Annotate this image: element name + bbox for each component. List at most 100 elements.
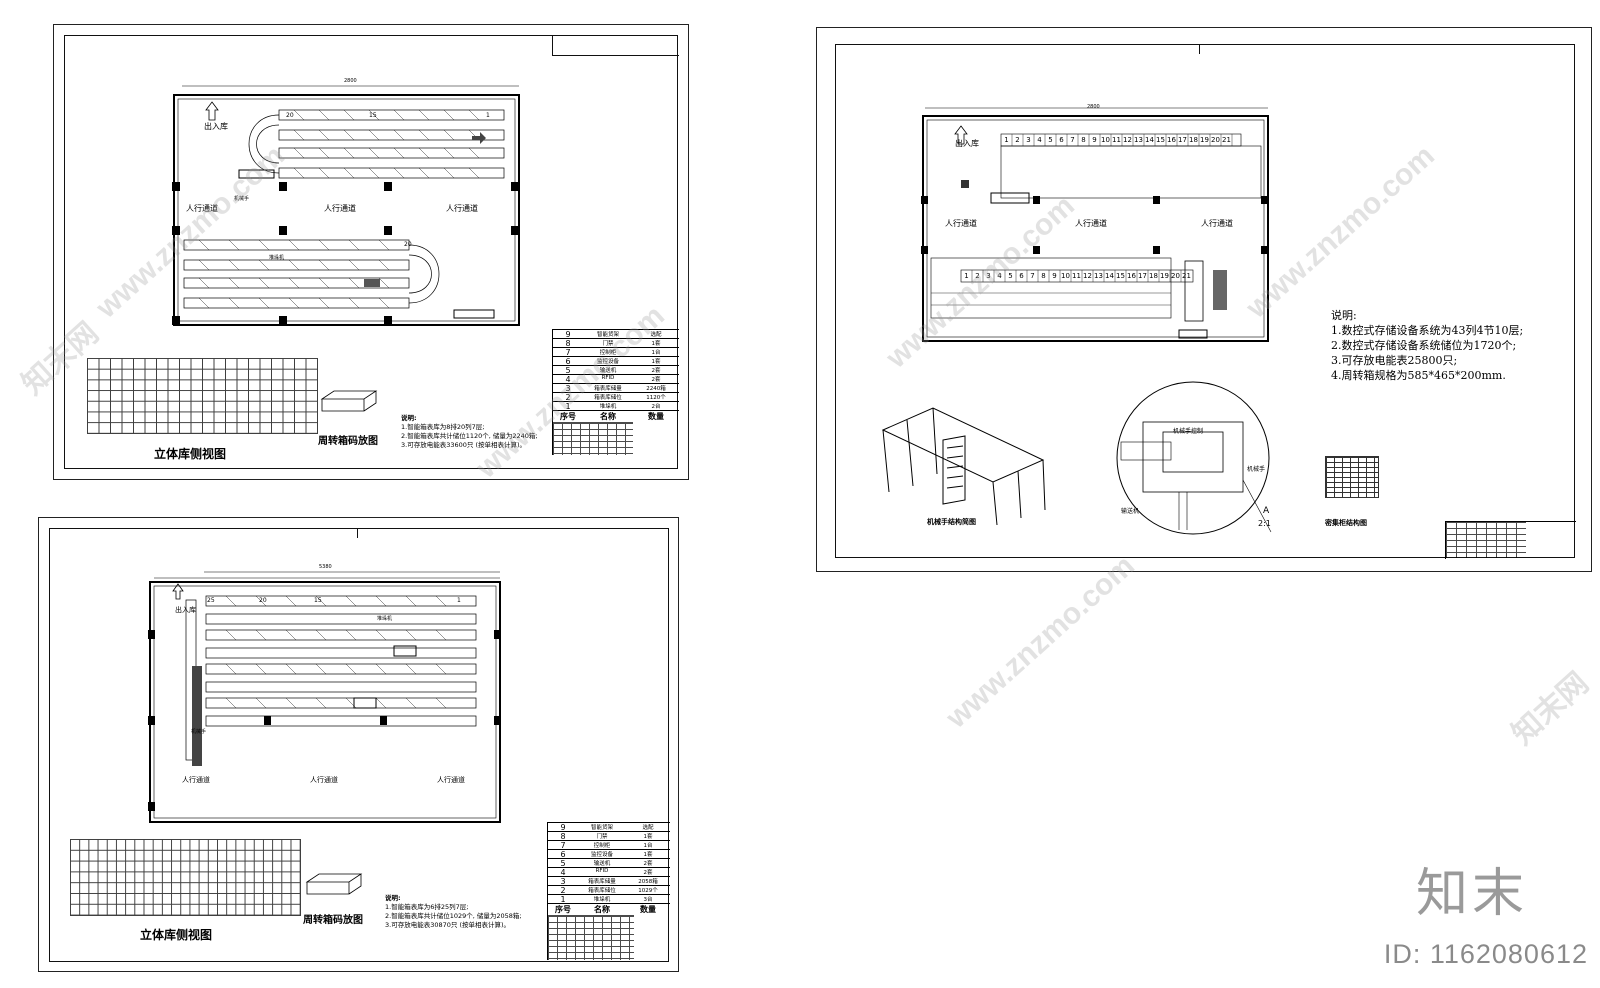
sheet-3-box-title: 周转箱码放图 (303, 915, 363, 926)
sheet-1-bottom-racks (183, 239, 440, 309)
sheet-3-rack-number: 25 (207, 597, 215, 604)
sheet-3-top-dimension: 5380 (319, 564, 332, 570)
column-number: 3 (986, 272, 991, 280)
column-number: 10 (1061, 272, 1070, 280)
sheet-1-rack-number: 1 (486, 112, 490, 119)
column-number: 15 (1156, 136, 1165, 144)
sheet-3-rack-rows (205, 595, 477, 727)
column-number: 19 (1160, 272, 1169, 280)
table-header: 序号名称数量 (553, 410, 679, 422)
sheet-2-entrance-label: 出入库 (955, 139, 979, 148)
sheet-2-note-line: 3.可存放电能表25800只; (1331, 354, 1458, 367)
sheet-1-robot-label: 机械手 (234, 196, 250, 202)
column-number: 14 (1105, 272, 1114, 280)
column-number: 13 (1094, 272, 1103, 280)
column-number: 4 (1037, 136, 1042, 144)
watermark-brand: 知末网 (1506, 666, 1595, 752)
sheet-2-floor-plan (921, 107, 1269, 342)
sheet-1-walkway-label: 人行通道 (324, 204, 356, 213)
sheet-3-frame (49, 528, 669, 962)
column-number: 6 (1059, 136, 1064, 144)
sheet-2-walkway-label: 人行通道 (1075, 219, 1107, 228)
sheet-2-title-tab (1199, 44, 1200, 54)
column-number: 11 (1112, 136, 1121, 144)
table-header: 序号名称数量 (548, 903, 670, 915)
sheet-3-stacker-label: 堆垛机 (377, 616, 393, 622)
sheet-3-entrance-label: 出入库 (175, 606, 196, 614)
title-block (553, 422, 633, 455)
column-number: 15 (1116, 272, 1125, 280)
column-number: 18 (1149, 272, 1158, 280)
sheet-2-walkway-label: 人行通道 (945, 219, 977, 228)
column-number: 21 (1182, 272, 1191, 280)
sheet-2-dense-rack-caption: 密集柜结构图 (1325, 519, 1367, 527)
column-number: 20 (1171, 272, 1180, 280)
watermark-id: ID: 1162080612 (1383, 939, 1588, 969)
sheet-3-columns (148, 630, 501, 811)
sheet-3-note-line: 1.智能箱表库为6排25列7层; (385, 903, 469, 911)
sheet-3-side-view-title: 立体库侧视图 (140, 928, 213, 942)
column-number: 8 (1041, 272, 1046, 280)
column-number: 6 (1019, 272, 1024, 280)
sheet-3-box-drawing (305, 873, 363, 895)
column-number: 20 (1211, 136, 1220, 144)
sheet-1-rack-number: 15 (369, 112, 377, 119)
sheet-1-walkway-label: 人行通道 (446, 204, 478, 213)
sheet-3-walkway-label: 人行通道 (182, 776, 210, 784)
sheet-2-frame (835, 44, 1575, 558)
column-number: 18 (1189, 136, 1198, 144)
sheet-2-robot-structure-caption: 机械手结构简图 (927, 518, 976, 526)
sheet-2-notes: 说明: 1.数控式存储设备系统为43列4节10层; 2.数控式存储设备系统储位为… (1331, 308, 1523, 383)
sheet-3-title-tab (357, 528, 358, 538)
sheet-2-notes-heading: 说明: (1331, 309, 1357, 322)
sheet-3-side-view-grid (70, 839, 301, 916)
drawing-sheet-1: 2800 出入库 20 15 1 20 堆垛机 机械手 人行通道 人行通道 人行… (53, 24, 689, 480)
sheet-1-rack-number: 20 (286, 112, 294, 119)
drawing-sheet-3: 5380 出入库 25 20 15 1 堆垛机 机械手 人行通道 人行通道 人行… (38, 517, 679, 972)
column-number: 9 (1092, 136, 1097, 144)
sheet-2-detail-view (1116, 381, 1272, 535)
sheet-3-note-line: 3.可存放电能表30870只 (按单相表计算)。 (385, 921, 511, 929)
sheet-2-note-line: 2.数控式存储设备系统储位为1720个; (1331, 339, 1517, 352)
sheet-3-rack-number: 1 (457, 597, 461, 604)
sheet-1-side-view-title: 立体库侧视图 (154, 447, 227, 461)
column-number: 14 (1145, 136, 1154, 144)
sheet-2-top-column-grid (1011, 134, 1233, 146)
sheet-2-conveyor-label: 输送机 (1121, 508, 1140, 515)
sheet-1-frame (64, 35, 678, 469)
sheet-2-note-line: 4.周转箱规格为585*465*200mm. (1331, 369, 1506, 382)
sheet-1-note-line: 1.智能箱表库为8排20列7层; (401, 423, 485, 431)
sheet-2-columns (921, 196, 1268, 254)
sheet-1-title-tab (552, 35, 679, 56)
column-number: 21 (1222, 136, 1231, 144)
column-number: 1 (964, 272, 969, 280)
column-number: 1 (1004, 136, 1009, 144)
sheet-1-notes-heading: 说明: (401, 414, 417, 422)
sheet-1-top-racks (248, 109, 505, 179)
watermark-site: www.znzmo.com (940, 549, 1141, 735)
column-number: 9 (1052, 272, 1057, 280)
column-number: 13 (1134, 136, 1143, 144)
column-number: 12 (1083, 272, 1092, 280)
sheet-2-dense-rack-drawing (1325, 456, 1379, 498)
sheet-1-top-dimension: 2800 (344, 78, 357, 84)
sheet-1-note-line: 3.可存放电能表33600只 (按单相表计算)。 (401, 441, 527, 449)
sheet-2-title-block (1445, 521, 1576, 559)
sheet-2-detail-letter: A (1263, 506, 1270, 516)
column-number: 5 (1008, 272, 1013, 280)
sheet-1-columns (172, 182, 519, 325)
sheet-3-notes: 说明: 1.智能箱表库为6排25列7层; 2.智能箱表库共计储位1029个, 储… (385, 894, 522, 930)
